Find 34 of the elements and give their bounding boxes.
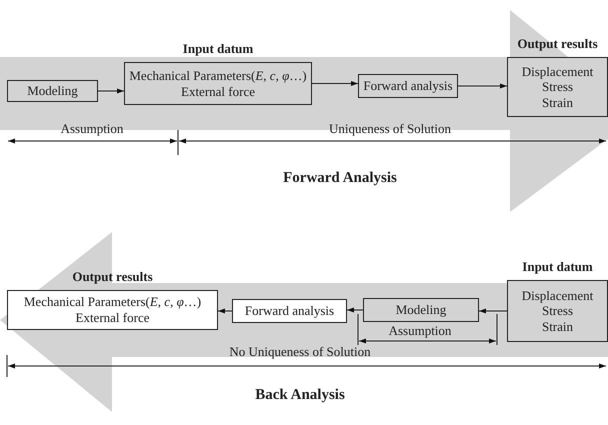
dimension-label: Uniqueness of Solution bbox=[328, 121, 452, 137]
arrow bbox=[346, 308, 364, 312]
heading-label: Input datum bbox=[522, 259, 593, 275]
box-text: Stress bbox=[542, 79, 574, 95]
box-text: Mechanical Parameters(E, c, φ…) bbox=[129, 68, 307, 84]
box-text: Forward analysis bbox=[363, 78, 453, 94]
box-text: Strain bbox=[542, 94, 574, 110]
arrow bbox=[218, 308, 232, 314]
box-text: External force bbox=[181, 84, 255, 100]
arrow bbox=[478, 308, 508, 314]
process-box bbox=[232, 299, 347, 323]
process-box bbox=[7, 80, 98, 102]
box-text: Displacement bbox=[522, 288, 594, 304]
dimension-label: No Uniqueness of Solution bbox=[229, 344, 371, 360]
heading-label: Input datum bbox=[182, 41, 254, 57]
box-text: Mechanical Parameters(E, c, φ…) bbox=[24, 294, 202, 310]
box-text: Modeling bbox=[27, 83, 78, 99]
arrow bbox=[98, 88, 124, 94]
box-text: External force bbox=[76, 310, 150, 326]
box-text: Modeling bbox=[396, 302, 446, 318]
arrow bbox=[312, 81, 358, 86]
panel-caption: Back Analysis bbox=[255, 387, 345, 404]
heading-label: Output results bbox=[72, 269, 153, 285]
dimension-label: Assumption bbox=[60, 121, 124, 137]
box-text: Stress bbox=[542, 303, 574, 319]
box-text: Strain bbox=[542, 318, 574, 334]
arrow bbox=[458, 84, 508, 88]
heading-label: Output results bbox=[517, 36, 598, 52]
box-text: Forward analysis bbox=[244, 303, 334, 319]
process-box bbox=[358, 74, 458, 98]
box-text: Displacement bbox=[522, 64, 594, 80]
panel-caption: Forward Analysis bbox=[283, 170, 397, 187]
dimension-label: Assumption bbox=[388, 323, 452, 339]
process-box bbox=[363, 298, 479, 322]
